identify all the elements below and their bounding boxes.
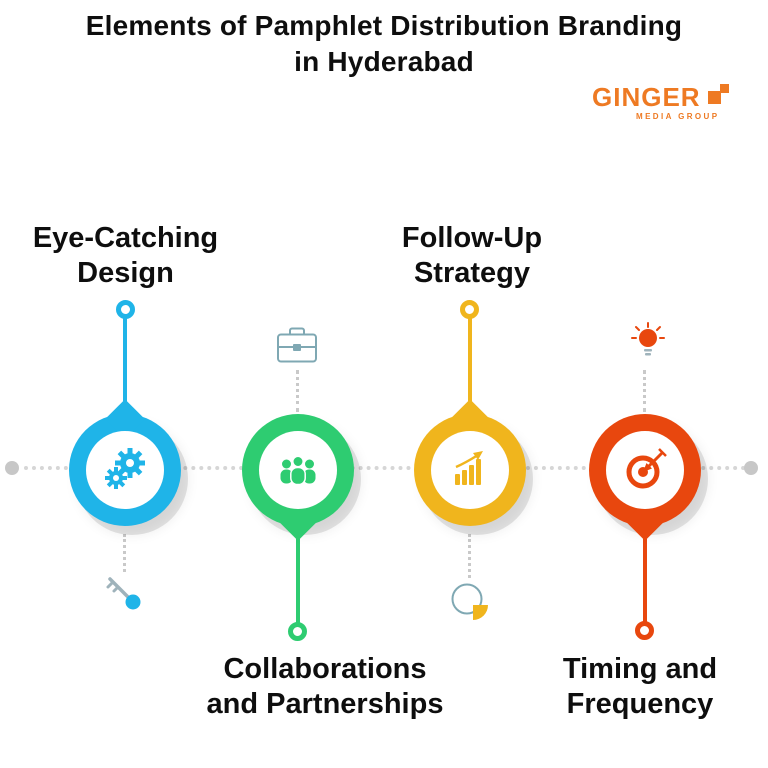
node3-top-ring-marker xyxy=(460,300,479,319)
node1-inner-circle xyxy=(86,431,164,509)
node3-circle-follow-up xyxy=(414,399,526,526)
label-follow-up-strategy: Follow-Up Strategy xyxy=(372,221,572,291)
node2-bottom-ring-marker xyxy=(288,622,307,641)
node4-dotted-line xyxy=(643,370,646,412)
key-icon xyxy=(106,577,141,610)
timeline-right-dot xyxy=(744,461,758,475)
pie-chart-icon xyxy=(451,583,488,620)
logo-mark-square-large xyxy=(707,91,721,104)
node3-connector-line xyxy=(468,317,472,417)
briefcase-icon xyxy=(277,327,317,363)
node4-inner-circle xyxy=(606,431,684,509)
node2-dotted-line xyxy=(296,370,299,412)
logo-mark-square-small xyxy=(719,84,729,93)
node1-dotted-line xyxy=(123,534,126,572)
label-timing-frequency: Timing and Frequency xyxy=(510,652,768,722)
logo-row: GINGER xyxy=(592,84,752,110)
node4-circle-timing xyxy=(589,414,701,541)
node3-inner-circle xyxy=(431,431,509,509)
label-line: Strategy xyxy=(413,257,531,289)
node1-connector-line xyxy=(123,317,127,417)
lightbulb-icon xyxy=(631,322,665,356)
timeline-left-dot xyxy=(5,461,19,475)
page-title: Elements of Pamphlet Distribution Brandi… xyxy=(0,8,768,80)
ginger-media-logo: GINGER MEDIA GROUP xyxy=(592,84,752,121)
team-icon xyxy=(280,455,316,486)
label-line: Frequency xyxy=(566,688,714,720)
timeline-dotted-line xyxy=(24,466,746,470)
label-collaborations-partnerships: Collaborations and Partnerships xyxy=(170,652,480,722)
label-line: Timing and xyxy=(562,653,718,685)
gears-icon xyxy=(105,448,145,489)
node2-connector-line xyxy=(296,524,300,624)
label-line: Design xyxy=(77,257,174,289)
label-eye-catching-design: Eye-Catching Design xyxy=(8,221,243,291)
node2-circle-collaborations xyxy=(242,414,354,541)
logo-tagline: MEDIA GROUP xyxy=(636,112,720,121)
node1-circle-design xyxy=(69,399,181,526)
bar-chart-icon xyxy=(455,451,483,485)
node4-bottom-ring-marker xyxy=(635,621,654,640)
node1-top-ring-marker xyxy=(116,300,135,319)
label-line: and Partnerships xyxy=(206,688,444,720)
node2-inner-circle xyxy=(259,431,337,509)
label-line: Eye-Catching xyxy=(32,222,219,254)
target-icon xyxy=(626,448,667,489)
page-title-line1: Elements of Pamphlet Distribution Brandi… xyxy=(85,10,683,41)
logo-wordmark: GINGER xyxy=(592,82,701,112)
label-line: Follow-Up xyxy=(401,222,543,254)
node4-connector-line xyxy=(643,524,647,622)
node3-dotted-line xyxy=(468,534,471,578)
logo-mark-icon xyxy=(707,84,729,104)
label-line: Collaborations xyxy=(223,653,427,685)
page-title-line2: in Hyderabad xyxy=(294,46,474,77)
